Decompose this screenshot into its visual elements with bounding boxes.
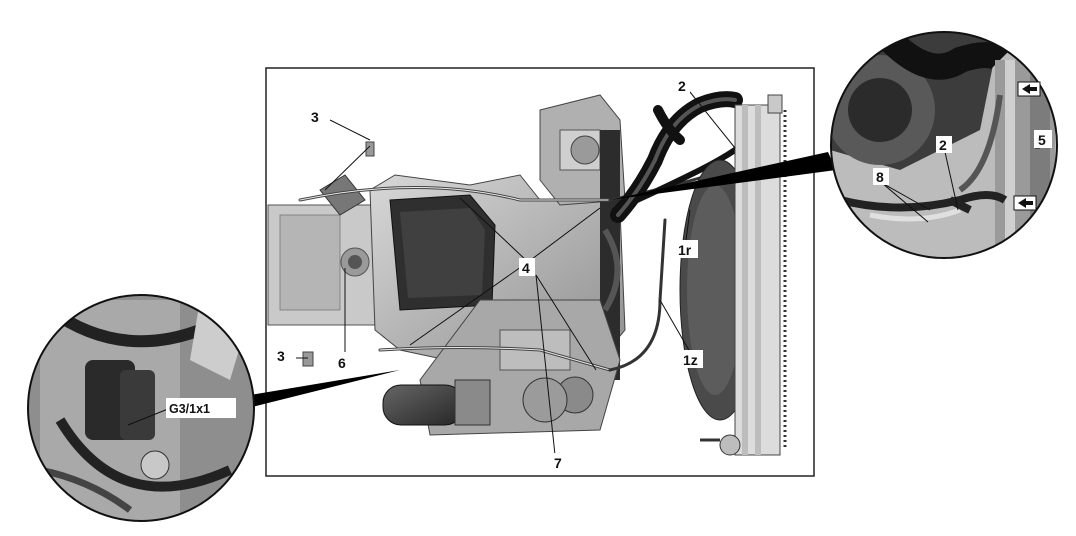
- callout-3-top: 3: [311, 109, 319, 125]
- callout-5-detail: 5: [1038, 132, 1046, 148]
- connector-label-g3-1x1: G3/1x1: [169, 402, 210, 416]
- arrow-marker-icon: [1017, 81, 1041, 97]
- callout-1r: 1r: [678, 242, 692, 258]
- upper-radiator-hose: [610, 91, 743, 223]
- callout-8-detail: 8: [876, 169, 884, 185]
- callout-7: 7: [554, 455, 562, 471]
- callout-3-bottom: 3: [277, 348, 285, 364]
- radiator-assembly: [679, 94, 787, 456]
- callout-6: 6: [338, 355, 346, 371]
- arrow-marker-icon: [1013, 195, 1037, 211]
- callout-2-detail: 2: [939, 137, 947, 153]
- main-leader-lines: [296, 91, 736, 456]
- callout-4: 4: [522, 260, 530, 276]
- callout-1z: 1z: [683, 352, 698, 368]
- callout-2-main: 2: [678, 78, 686, 94]
- detail-wedge-right: [610, 152, 836, 200]
- detail-wedge-left: [248, 370, 400, 408]
- engine-illustration: [267, 94, 626, 436]
- detail-view-right: [830, 31, 1058, 259]
- detail-view-left: [27, 294, 255, 522]
